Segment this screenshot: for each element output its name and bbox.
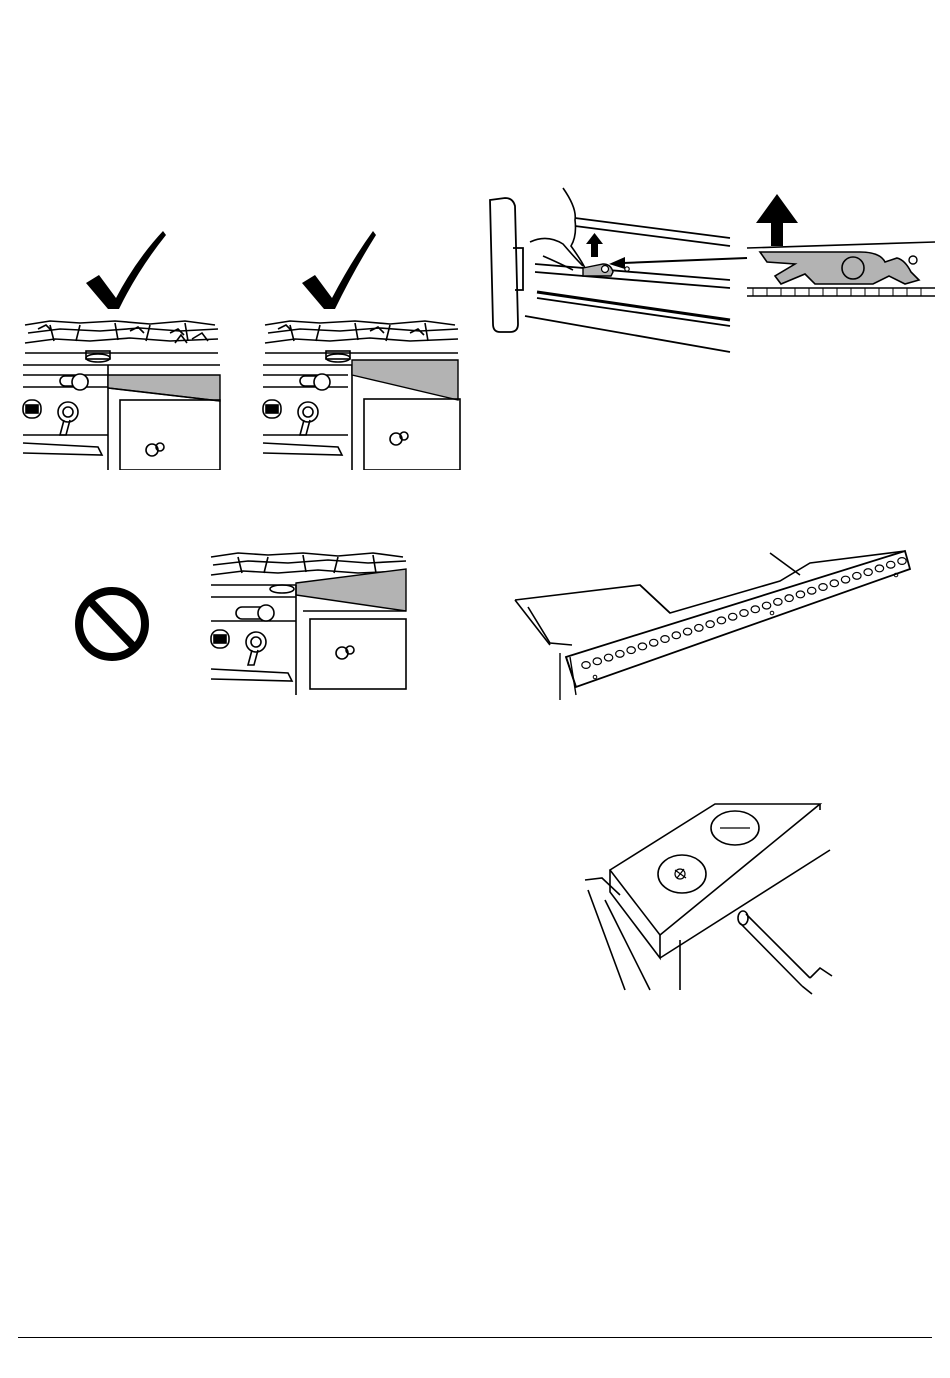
rail-hole — [683, 628, 691, 635]
adjacent-cabinet — [364, 399, 460, 470]
rail-hole — [774, 598, 782, 605]
figure-worktop-lower — [70, 545, 415, 695]
figure-worktop-flush — [20, 225, 225, 470]
rail-hole — [796, 591, 804, 598]
footer-rule — [18, 1337, 932, 1338]
rail-hole — [604, 654, 612, 661]
up-arrow-icon — [756, 194, 798, 246]
rail-hole — [785, 595, 793, 602]
rail-hole — [875, 565, 883, 572]
rail-hole — [819, 584, 827, 591]
drawer-side — [525, 218, 730, 352]
figure-splashback-rail — [510, 545, 915, 700]
rail-hole — [853, 572, 861, 579]
worktop-shaded — [352, 360, 458, 400]
range-front — [263, 365, 352, 470]
rail-hole — [582, 662, 590, 669]
adjacent-cabinet — [303, 611, 406, 689]
hand — [530, 188, 585, 270]
screwdriver — [738, 911, 832, 994]
rail-hole — [751, 606, 759, 613]
range-front — [211, 585, 296, 695]
rail-hole — [898, 558, 906, 565]
rail-hole — [661, 636, 669, 643]
rail-hole — [808, 587, 816, 594]
rail-hole — [864, 569, 872, 576]
rail-hole — [740, 610, 748, 617]
rail-hole — [830, 580, 838, 587]
rail-hole — [672, 632, 680, 639]
rail-hole — [762, 602, 770, 609]
rail-hole — [616, 650, 624, 657]
worktop-shaded — [296, 569, 406, 611]
prohibited-icon — [79, 591, 145, 657]
fixing-hole — [658, 855, 706, 893]
rail-hole — [706, 621, 714, 628]
figure-worktop-higher — [260, 225, 465, 470]
check-mark-icon — [86, 231, 166, 309]
rail-hole — [717, 617, 725, 624]
rail-hole — [841, 576, 849, 583]
latch-detail — [747, 242, 935, 296]
rail-hole — [593, 658, 601, 665]
adjacent-cabinet — [108, 388, 220, 470]
rail-hole — [638, 643, 646, 650]
hob-grates — [265, 321, 458, 362]
rail-hole — [650, 639, 658, 646]
up-arrow-icon — [586, 233, 603, 257]
check-mark-icon — [302, 231, 376, 309]
left-arrow-icon — [609, 257, 747, 269]
rail-hole — [695, 624, 703, 631]
rail-hole — [729, 613, 737, 620]
worktop-shaded — [108, 375, 220, 401]
figure-drawer-runner-latch — [485, 180, 935, 360]
rail-hole — [887, 561, 895, 568]
hob-grates — [25, 321, 218, 362]
figure-screwdriver-fixing — [580, 800, 840, 995]
rail-hole — [627, 647, 635, 654]
drawer-front — [490, 198, 523, 332]
